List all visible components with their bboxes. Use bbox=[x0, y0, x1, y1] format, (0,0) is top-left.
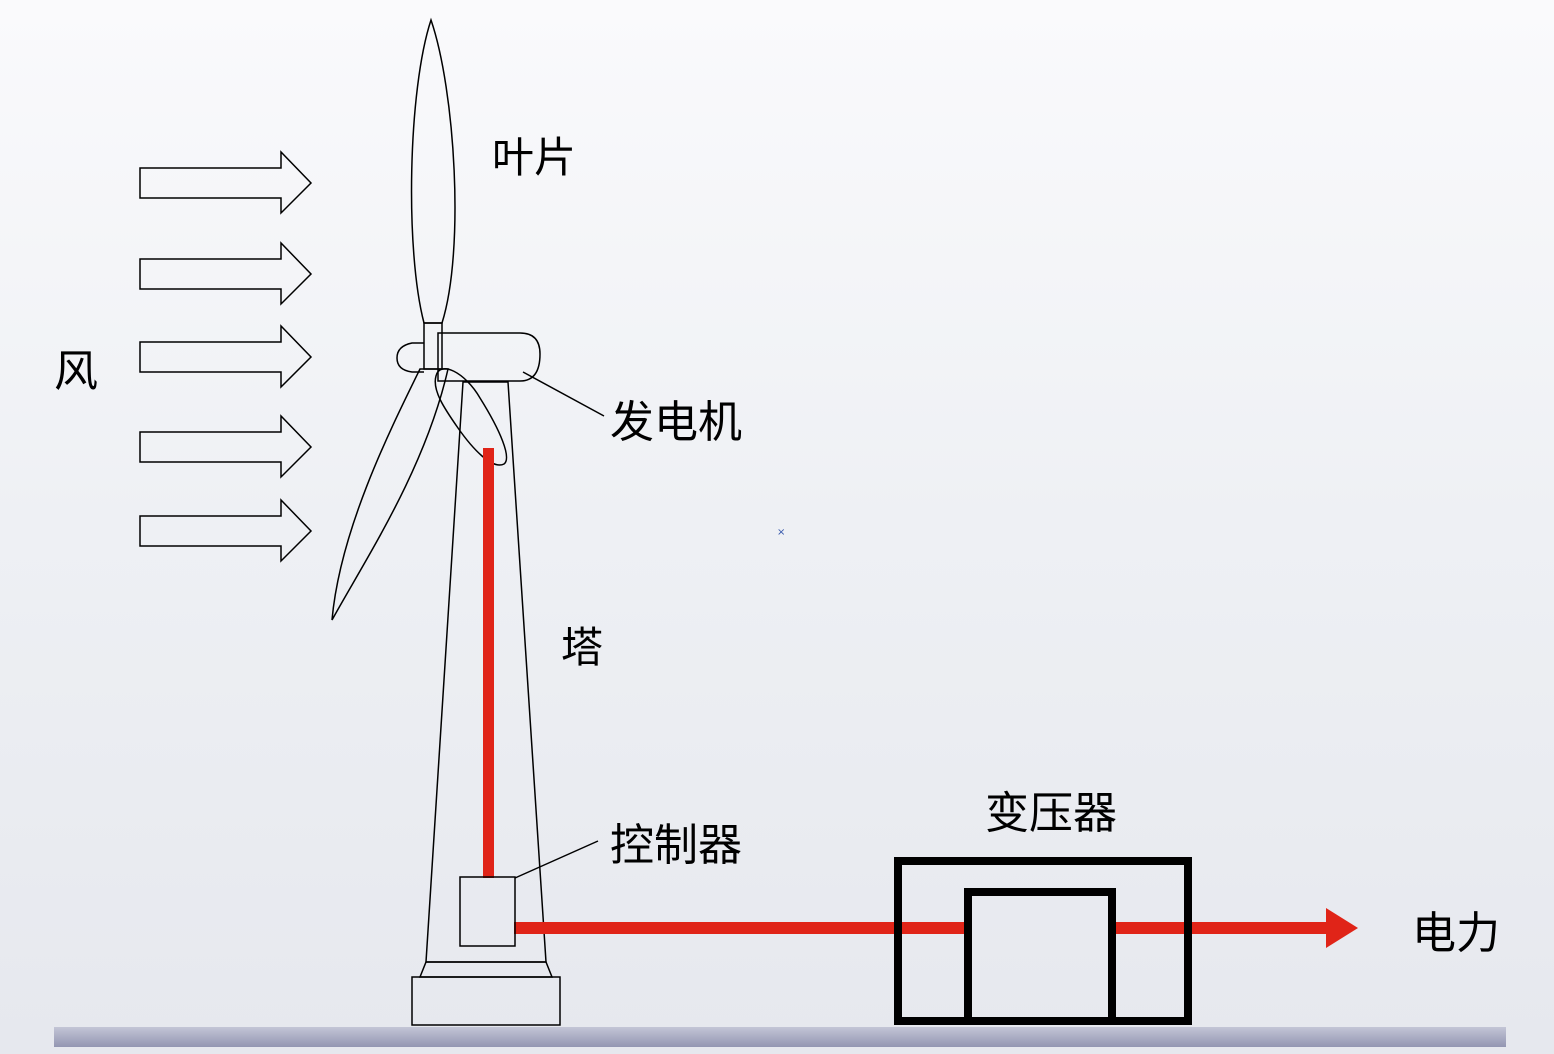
hub bbox=[396, 342, 424, 373]
wind-arrow bbox=[139, 498, 313, 563]
nacelle bbox=[437, 332, 541, 382]
transformer-label: 变压器 bbox=[985, 788, 1117, 839]
controller-label: 控制器 bbox=[610, 820, 742, 871]
wind-arrow bbox=[139, 150, 313, 215]
blade-lower-left bbox=[331, 368, 449, 621]
tower-label: 塔 bbox=[561, 623, 603, 672]
power-line bbox=[483, 448, 1358, 948]
center-marker: × bbox=[777, 527, 785, 538]
blade-label: 叶片 bbox=[492, 133, 576, 182]
power-line-vertical bbox=[483, 448, 494, 878]
blade-root bbox=[423, 322, 443, 370]
power-line-horizontal bbox=[514, 922, 967, 934]
wind-arrow bbox=[139, 324, 313, 389]
blade-top bbox=[410, 17, 456, 324]
wind-arrow bbox=[139, 414, 313, 479]
power-arrow-head bbox=[1326, 908, 1358, 948]
transformer-inner bbox=[964, 888, 1116, 1025]
power-line-output bbox=[1114, 922, 1328, 934]
transformer-outer bbox=[894, 857, 1192, 1025]
generator-leader-line bbox=[522, 371, 605, 417]
wind-arrow bbox=[139, 241, 313, 306]
tower-foundation bbox=[411, 976, 561, 1026]
tower-base-collar bbox=[418, 961, 554, 978]
ground bbox=[54, 1027, 1506, 1047]
power-label: 电力 bbox=[1412, 908, 1500, 959]
controller-leader-line bbox=[514, 840, 599, 879]
wind-arrows bbox=[139, 150, 313, 563]
generator-label: 发电机 bbox=[610, 397, 742, 448]
wind-label: 风 bbox=[54, 346, 98, 397]
controller-box bbox=[459, 876, 516, 947]
blade-lower-right bbox=[434, 368, 508, 466]
